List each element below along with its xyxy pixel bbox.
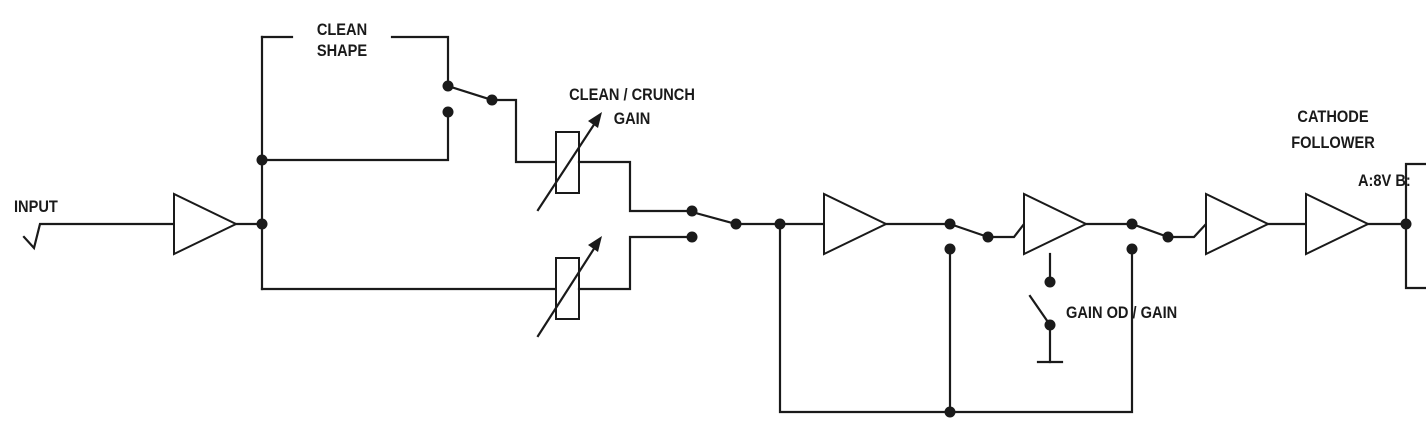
switch-contact-dot [1126, 218, 1138, 230]
switch-contact-dot [944, 218, 956, 230]
clean-shape-label-line2: SHAPE [317, 42, 367, 60]
input-amplifier [173, 192, 239, 256]
junction-dot [944, 406, 956, 418]
switch-contact-dot [730, 218, 742, 230]
input-jack [22, 222, 174, 251]
switch-contact-dot [442, 106, 454, 118]
lower-gain-out-wire [577, 235, 694, 291]
switch-contact-dot [1162, 231, 1174, 243]
lower-gain-arrowhead [588, 236, 602, 252]
switch-contact-dot [1044, 276, 1056, 288]
junction-dot [256, 218, 268, 230]
gain-od-switch-lever [1028, 294, 1052, 327]
channel-select-switch-lever [690, 210, 738, 226]
clean-shape-output-wire [490, 98, 558, 164]
voltage-label: A:8V B: [1358, 172, 1411, 190]
gain-stage-3-amplifier [1023, 192, 1089, 256]
switch-contact-dot [686, 231, 698, 243]
clean-shape-switch-lever [446, 84, 494, 102]
gain-stage-4-amplifier [1205, 192, 1271, 256]
bypass-switch-1-out-wire [986, 222, 1026, 239]
clean-shape-label-line1: CLEAN [317, 21, 367, 39]
clean-crunch-gain-pot-arrow [536, 118, 599, 212]
clean-crunch-gain-label-line1: CLEAN / CRUNCH [569, 86, 695, 104]
junction-dot [1400, 218, 1412, 230]
bypass-bus-wire [778, 222, 1134, 414]
clean-crunch-gain-pot [555, 131, 580, 194]
cathode-follower-label-line2: FOLLOWER [1291, 134, 1375, 152]
clean-crunch-gain-out-wire [577, 160, 694, 213]
switch-contact-dot [1126, 243, 1138, 255]
clean-shape-bracket-right [390, 35, 450, 88]
switch-contact-dot [982, 231, 994, 243]
clean-crunch-gain-label-line2: GAIN [614, 110, 651, 128]
switch-contact-dot [686, 205, 698, 217]
input-label: INPUT [14, 198, 58, 216]
bypass-switch-2-lever [1130, 222, 1170, 239]
cathode-follower-label-line1: CATHODE [1297, 108, 1368, 126]
gain-stage-2-amplifier [823, 192, 889, 256]
switch-contact-dot [944, 243, 956, 255]
junction-dot [256, 154, 268, 166]
bypass-switch-2-out-wire [1166, 222, 1208, 239]
clean-crunch-gain-arrowhead [588, 112, 602, 128]
gain-od-gain-label: GAIN OD / GAIN [1066, 304, 1177, 322]
switch-contact-dot [1044, 319, 1056, 331]
junction-dot [774, 218, 786, 230]
lower-gain-pot-arrow [536, 242, 599, 338]
clean-shape-return-wire [260, 110, 450, 162]
bypass-switch-1-lever [948, 222, 990, 239]
switch-contact-dot [486, 94, 498, 106]
switch-contact-dot [442, 80, 454, 92]
cathode-follower-amplifier [1305, 192, 1371, 256]
